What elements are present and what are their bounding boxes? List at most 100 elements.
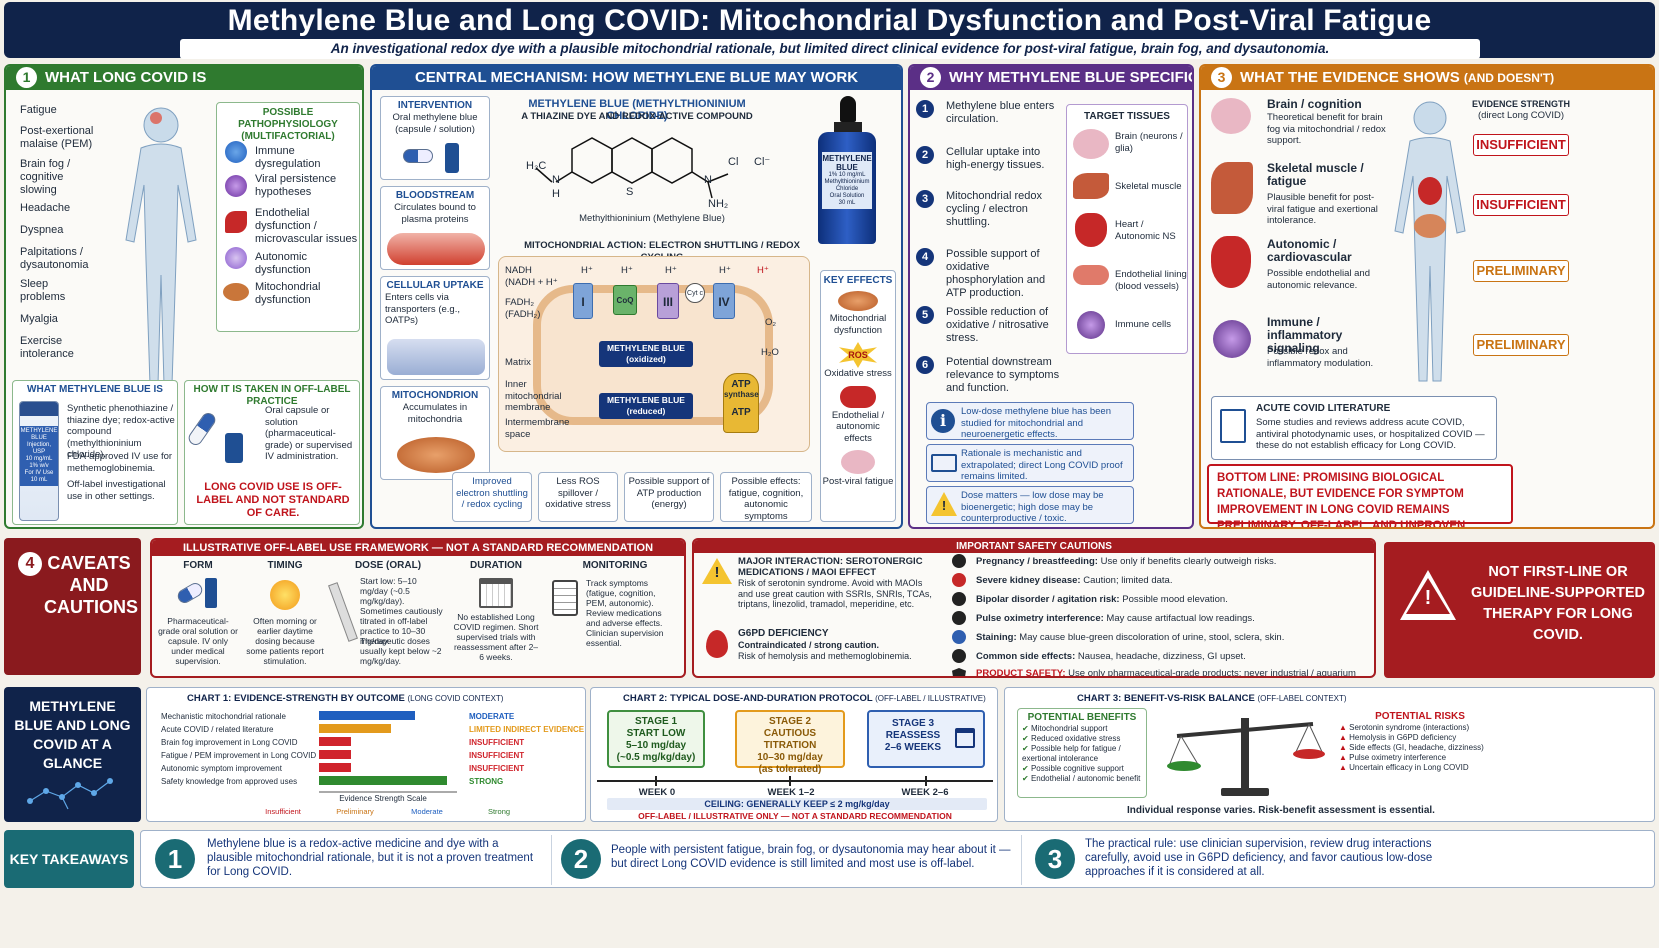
why-step: Potential downstream relevance to sympto… bbox=[946, 356, 1060, 394]
section-4-number: 4 bbox=[18, 552, 42, 576]
struct-label: Cl⁻ bbox=[754, 156, 771, 168]
atp-label: ATP bbox=[731, 407, 751, 418]
risk-text: Uncertain efficacy in Long COVID bbox=[1349, 763, 1469, 772]
mood-icon bbox=[952, 592, 966, 606]
mb-reduced-box: METHYLENE BLUE (reduced) bbox=[599, 393, 693, 419]
why-step: Possible support of oxidative phosphoryl… bbox=[946, 248, 1046, 299]
immune-cell-icon bbox=[225, 141, 247, 163]
chart-1-title: CHART 1: EVIDENCE-STRENGTH BY OUTCOME (L… bbox=[187, 693, 587, 705]
capsule-icon bbox=[403, 149, 433, 163]
bottle-label: METHYLENE bbox=[822, 154, 872, 163]
complex-i: I bbox=[573, 283, 593, 319]
virus-icon bbox=[225, 175, 247, 197]
heart-icon bbox=[1075, 213, 1107, 247]
shield-icon bbox=[952, 668, 966, 676]
molecule-icon bbox=[27, 778, 113, 810]
not-first-line-banner: ! NOT FIRST-LINE OR GUIDELINE-SUPPORTED … bbox=[1384, 542, 1655, 678]
framework-heading: TIMING bbox=[267, 560, 303, 571]
caution-text: Use only pharmaceutical-grade products; … bbox=[1068, 668, 1356, 678]
key-effect: Mitochondrial dysfunction bbox=[829, 313, 887, 336]
calendar-icon bbox=[955, 728, 975, 748]
tick-label: Insufficient bbox=[265, 807, 302, 816]
etc-label: FADH₂ bbox=[505, 297, 535, 308]
immune-cell-icon bbox=[1077, 311, 1105, 339]
patho-item: Viral persistence hypotheses bbox=[255, 173, 337, 198]
mitochondrion-icon bbox=[397, 437, 475, 473]
mitochondria-icon bbox=[223, 283, 249, 301]
framework-text: Often morning or earlier daytime dosing … bbox=[246, 616, 324, 666]
symptom-item: Sleep problems bbox=[20, 278, 66, 303]
caution-item: Bipolar disorder / agitation risk: Possi… bbox=[976, 594, 1372, 606]
cytochrome-c: Cyt c bbox=[685, 283, 705, 303]
neuron-icon bbox=[225, 247, 247, 269]
at-a-glance-title: METHYLENE BLUE AND LONG COVID AT A GLANC… bbox=[14, 698, 131, 771]
divider bbox=[1021, 835, 1022, 885]
timeline-axis bbox=[597, 780, 993, 782]
bottle-icon bbox=[205, 578, 217, 608]
atp-label: ATP bbox=[731, 379, 751, 390]
axis-title: Evidence Strength Scale bbox=[339, 794, 427, 803]
mb-chemical-name: METHYLENE BLUE (METHYLTHIONINIUM CHLORID… bbox=[528, 98, 746, 122]
outcome-text: Possible effects: fatigue, cognition, au… bbox=[728, 476, 804, 522]
outcome-text: Improved electron shuttling / redox cycl… bbox=[456, 476, 528, 510]
g6pd-heading: G6PD DEFICIENCY bbox=[738, 628, 829, 639]
takeaway-number: 3 bbox=[1035, 839, 1075, 879]
calendar-icon bbox=[479, 578, 513, 608]
takeaway-text: People with persistent fatigue, brain fo… bbox=[611, 844, 1011, 870]
how-taken-text: Oral capsule or solution (pharmaceutical… bbox=[265, 405, 353, 462]
clipboard-icon bbox=[552, 580, 578, 616]
bar bbox=[319, 724, 391, 733]
evidence-text: Possible endothelial and autonomic relev… bbox=[1267, 268, 1370, 291]
structure-caption: Methylthioninium (Methylene Blue) bbox=[579, 213, 725, 224]
etc-label: H₂O bbox=[761, 347, 779, 358]
caution-item: Pulse oximetry interference: May cause a… bbox=[976, 613, 1372, 625]
what-mb-text: FDA-approved IV use for methemoglobinemi… bbox=[67, 451, 173, 474]
note-studied: i Low-dose methylene blue has been studi… bbox=[926, 402, 1134, 440]
why-step: Methylene blue enters circulation. bbox=[946, 100, 1055, 125]
stage-label: STAGE 1 bbox=[634, 716, 678, 727]
divider bbox=[551, 835, 552, 885]
why-step: Cellular uptake into high-energy tissues… bbox=[946, 146, 1045, 171]
timeline-tick bbox=[789, 776, 791, 786]
coenzyme-q: CoQ bbox=[613, 285, 637, 315]
note-text: Rationale is mechanistic and extrapolate… bbox=[961, 448, 1123, 482]
framework-heading: DOSE (ORAL) bbox=[354, 560, 422, 571]
patho-item: Endothelial dysfunction / microvascular … bbox=[255, 207, 358, 245]
key-takeaways-title: KEY TAKEAWAYS bbox=[4, 830, 134, 888]
chart-2-title: CHART 2: TYPICAL DOSE-AND-DURATION PROTO… bbox=[623, 693, 999, 705]
etc-label: O₂ bbox=[765, 317, 777, 328]
takeaway-number: 1 bbox=[155, 839, 195, 879]
evidence-badge: INSUFFICIENT bbox=[1473, 134, 1569, 156]
risk-text: Serotonin syndrome (interactions) bbox=[1349, 723, 1470, 732]
note-rationale: Rationale is mechanistic and extrapolate… bbox=[926, 444, 1134, 482]
atp-label: synthase bbox=[724, 390, 759, 399]
key-effect: Post-viral fatigue bbox=[822, 476, 894, 487]
muscle-icon bbox=[1073, 173, 1109, 199]
section-central-mechanism: CENTRAL MECHANISM: HOW METHYLENE BLUE MA… bbox=[370, 64, 903, 529]
framework-heading: DURATION bbox=[469, 560, 523, 571]
chart-1-title-sub: (LONG COVID CONTEXT) bbox=[407, 694, 504, 703]
caution-label: PRODUCT SAFETY: bbox=[976, 668, 1066, 678]
etc-label: (FADH₂) bbox=[505, 309, 541, 320]
step-text: Accumulates in mitochondria bbox=[402, 402, 468, 425]
mb-chemical-subtitle: A THIAZINE DYE AND REDOX-ACTIVE COMPOUND bbox=[521, 111, 753, 122]
brain-icon bbox=[841, 450, 875, 474]
caution-item: Common side effects: Nausea, headache, d… bbox=[976, 651, 1372, 663]
muscle-icon bbox=[1211, 162, 1253, 214]
step-heading: INTERVENTION bbox=[397, 100, 473, 111]
chart-3-title: CHART 3: BENEFIT-VS-RISK BALANCE (OFF-LA… bbox=[1077, 693, 1637, 705]
caution-item: PRODUCT SAFETY: Use only pharmaceutical-… bbox=[976, 668, 1372, 678]
section-caveats-label: 4 CAVEATS AND CAUTIONS bbox=[4, 538, 141, 675]
struct-label: H bbox=[552, 188, 560, 200]
outcome-text: Possible support of ATP production (ener… bbox=[628, 476, 710, 510]
chart-3-benefit-risk: CHART 3: BENEFIT-VS-RISK BALANCE (OFF-LA… bbox=[1004, 687, 1655, 822]
outcome-text: Less ROS spillover / oxidative stress bbox=[545, 476, 611, 510]
brain-icon bbox=[1073, 129, 1109, 159]
cell-membrane-icon bbox=[387, 339, 485, 375]
electron-transport-diagram: NADH (NADH + H⁺ FADH₂ (FADH₂) I CoQ III … bbox=[498, 256, 810, 452]
section-4-title: AND bbox=[69, 575, 109, 595]
proton-label: H⁺ bbox=[757, 265, 769, 276]
